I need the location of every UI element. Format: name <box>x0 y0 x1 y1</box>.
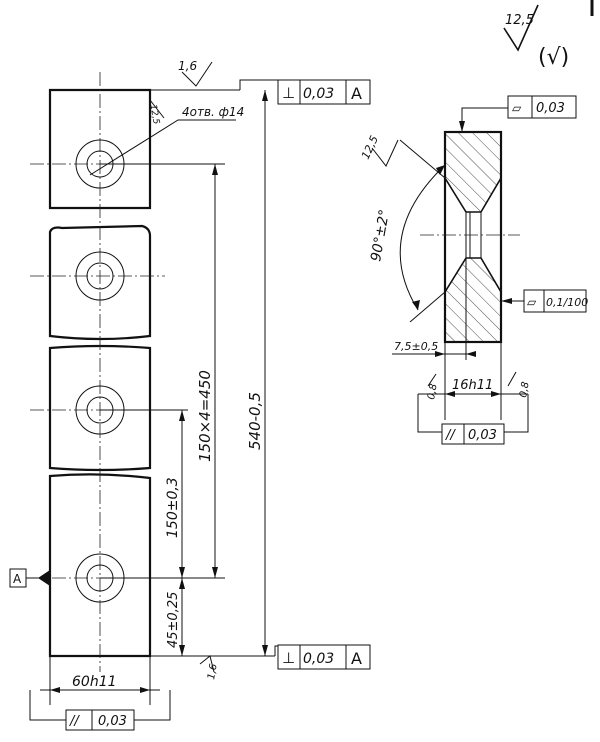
perp-frame-bottom: ⊥ 0,03 A <box>274 644 371 670</box>
roughness-chamfer-symbol: 12,5 <box>359 134 399 167</box>
perp-top-symbol: ⊥ <box>282 84 295 102</box>
dim-pitch: 150±0,3 <box>165 477 181 538</box>
flatness-top-value: 0,03 <box>536 101 565 116</box>
parallel-frame-thickness: // 0,03 <box>417 394 529 445</box>
chamfer-left-label: 0,8 <box>426 383 440 401</box>
flatness-frame-top: ▱ 0,03 <box>459 95 577 132</box>
dim-edge-offset: 45±0,25 <box>166 592 181 648</box>
plate-segment-2 <box>48 224 152 341</box>
thickness-label: 16h11 <box>452 378 493 393</box>
hole-note: 4отв. ф14 <box>182 105 244 119</box>
roughness-top-symbol: 1,6 <box>150 59 240 91</box>
angle-dimension: 90°±2° <box>368 208 393 262</box>
parallel-thickness-value: 0,03 <box>468 428 497 443</box>
roughness-bottom-symbol: 1,6 <box>199 655 220 681</box>
chamfer-size-label: 7,5±0,5 <box>394 340 438 353</box>
flatness-frame-side: ▱ 0,1/100 <box>501 289 588 313</box>
angle-arc <box>399 164 446 311</box>
section-view: 90°±2° 12,5 ▱ 0,03 ▱ 0,1/100 <box>359 95 588 445</box>
roughness-top-label: 1,6 <box>178 59 197 73</box>
perp-bottom-datum: A <box>351 649 362 668</box>
parallel-frame-width: // 0,03 <box>29 690 171 731</box>
thickness-dimension: 16h11 0,8 0,8 <box>418 342 532 420</box>
roughness-bottom-label: 1,6 <box>206 663 220 681</box>
hole-2 <box>75 251 125 301</box>
datum-a-label: A <box>13 572 22 586</box>
flatness-top-symbol: ▱ <box>512 101 522 115</box>
roughness-chamfer-label: 12,5 <box>359 134 381 162</box>
datum-a: A <box>9 568 50 588</box>
section-hatch-upper <box>444 131 502 213</box>
width-dimension-label: 60h11 <box>72 674 117 690</box>
width-dimension: 60h11 <box>40 656 160 705</box>
dim-total-length: 540-0,5 <box>246 392 264 450</box>
roughness-general-label: 12,5 <box>505 13 534 28</box>
vertical-dimensions: 150×4=450 540-0,5 150±0,3 45±0,25 1,6 <box>100 90 275 681</box>
perp-bottom-value: 0,03 <box>303 651 334 667</box>
parallel-width-value: 0,03 <box>98 714 127 729</box>
perp-top-value: 0,03 <box>303 86 334 102</box>
perp-top-datum: A <box>351 84 362 103</box>
plate-segment-4 <box>48 473 152 658</box>
section-hatch-lower <box>444 257 502 343</box>
perp-frame-top: ⊥ 0,03 A <box>239 79 371 105</box>
front-view: 4отв. ф14 1,6 12,5 A 60h11 <box>9 59 244 731</box>
roughness-other-label: (√) <box>538 45 569 70</box>
perp-bottom-symbol: ⊥ <box>282 649 295 667</box>
dim-pitch-total: 150×4=450 <box>196 370 214 462</box>
roughness-side-symbol: 12,5 <box>147 99 165 126</box>
parallel-width-symbol: // <box>69 714 80 729</box>
flatness-side-symbol: ▱ <box>527 295 537 309</box>
chamfer-right-label: 0,8 <box>518 381 532 399</box>
flatness-side-value: 0,1/100 <box>546 296 588 309</box>
plate-segment-3 <box>48 344 152 472</box>
hole-note-leader <box>89 119 236 176</box>
roughness-side-label: 12,5 <box>147 104 160 126</box>
datum-triangle <box>38 570 50 586</box>
plate-segment-1 <box>48 88 152 210</box>
general-roughness: 12,5 (√) <box>503 4 569 70</box>
parallel-thickness-symbol: // <box>445 428 456 443</box>
